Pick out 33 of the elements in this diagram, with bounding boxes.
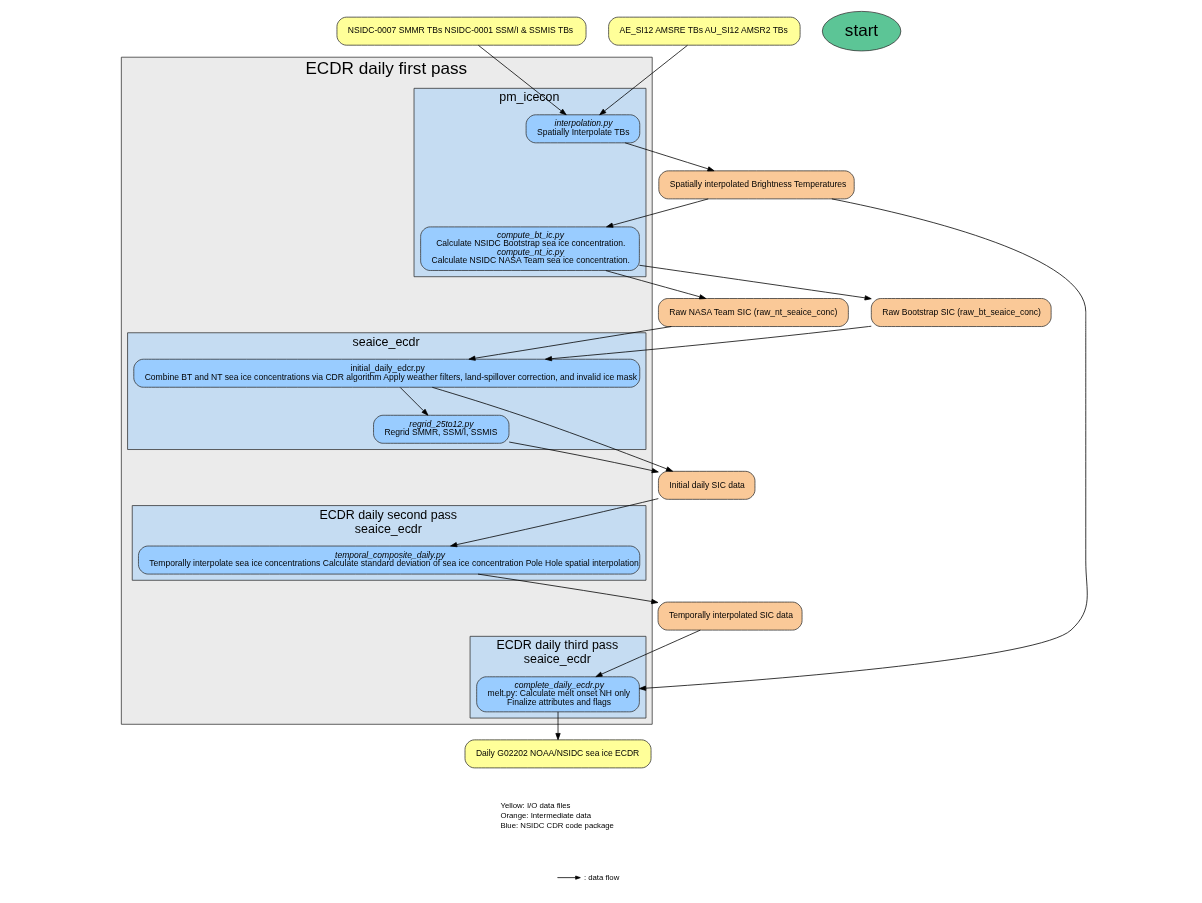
arrow — [508, 441, 659, 474]
label: Blue: NSIDC CDR code package — [499, 821, 614, 831]
node-box: AE_SI12 AMSRE TBs AU_SI12 AMSR2 TBs — [607, 16, 800, 46]
node-box: Spatially interpolated Brightness Temperatures — [657, 170, 855, 200]
arrow — [399, 387, 428, 416]
arrow — [554, 711, 561, 741]
node-box: regrid_25to12.py Regrid SMMR, SSM/I, SSMIS — [372, 414, 509, 444]
node-box: temporal_composite_daily.py Temporally interpolate sea ice concentrations Calculate standard deviation of sea ice concentration Pole Hole spatial interpolation — [137, 545, 640, 575]
legend-label: : data flow — [583, 872, 619, 882]
arrow — [594, 629, 701, 678]
label: Orange: Intermediate data — [499, 811, 591, 821]
node-box: Raw NASA Team SIC (raw_nt_seaice_conc) — [657, 298, 849, 327]
arrow — [477, 44, 567, 116]
arrow — [638, 264, 872, 301]
node-ellipse: start — [821, 11, 901, 52]
arrow — [604, 270, 706, 300]
node-box: compute_bt_ic.py Calculate NSIDC Bootstrap sea ice concentration. compute_nt_ic.py Calculate NSIDC NASA Team sea ice concentration. — [419, 226, 640, 271]
node-box: interpolation.py Spatially Interpolate TBs — [525, 114, 640, 144]
node-box: Temporally interpolated SIC data — [657, 601, 802, 631]
arrow — [598, 44, 688, 116]
node-box: Initial daily SIC data — [657, 470, 755, 500]
node-box: NSIDC-0007 SMMR TBs NSIDC-0001 SSM/I & SSMIS TBs — [336, 16, 586, 46]
arrow — [605, 198, 709, 228]
arrow — [544, 325, 872, 362]
arrow — [638, 198, 1088, 691]
node-box: complete_daily_ecdr.py melt.py: Calculate melt onset NH only Finalize attributes and flags — [475, 676, 640, 713]
arrow — [468, 326, 672, 361]
node-box: Raw Bootstrap SIC (raw_bt_seaice_conc) — [870, 298, 1052, 327]
arrow — [624, 142, 714, 172]
label: Yellow: I/O data files — [499, 800, 570, 810]
node-box: Daily G02202 NOAA/NSIDC sea ice ECDR — [464, 739, 651, 769]
arrow — [449, 498, 659, 548]
arrow — [431, 386, 673, 472]
